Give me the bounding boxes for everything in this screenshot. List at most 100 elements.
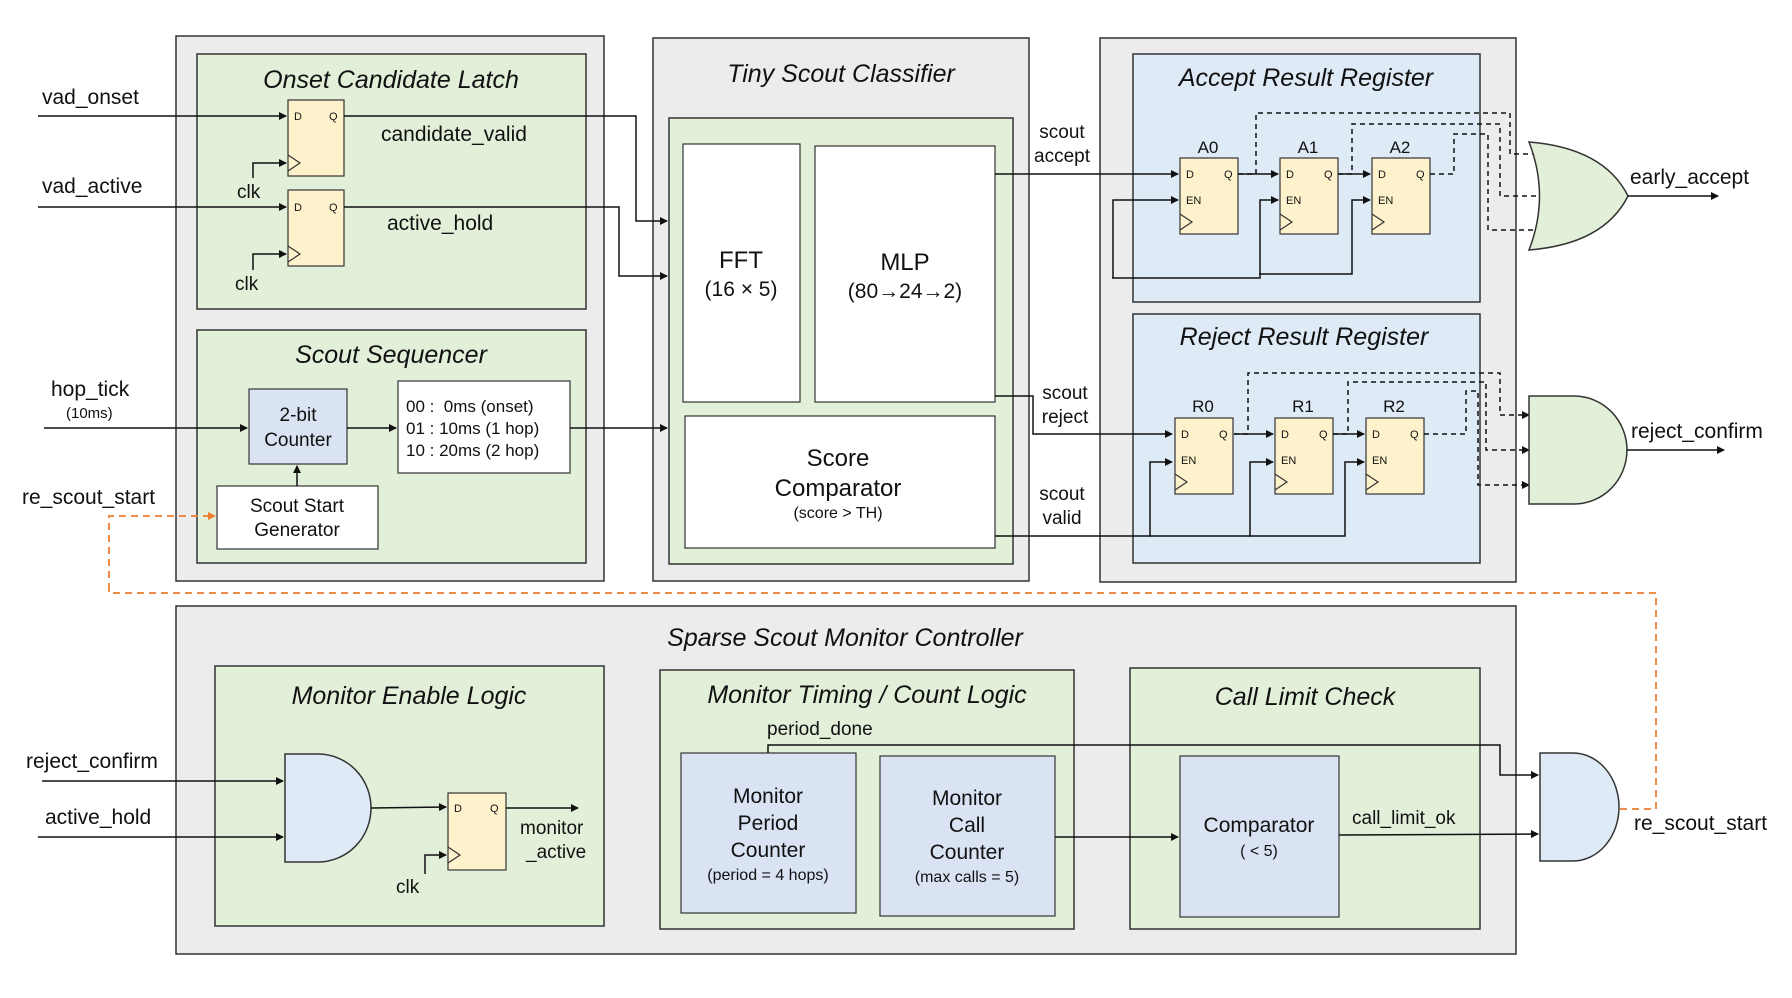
svg-text:(score > TH): (score > TH) <box>793 505 882 522</box>
reject-register-title: Reject Result Register <box>1180 323 1430 351</box>
candidate-flipflop: D Q <box>287 99 345 177</box>
svg-text:Monitor: Monitor <box>733 785 803 808</box>
accept-register-title: Accept Result Register <box>1177 64 1435 92</box>
register-flipflop: D Q EN A2 <box>1371 138 1431 235</box>
ff-d-pin: D <box>1378 169 1386 181</box>
svg-text:Comparator: Comparator <box>1204 814 1315 837</box>
svg-text:D: D <box>294 111 302 123</box>
vad-onset-input: vad_onset <box>42 86 139 109</box>
reject-confirm-input: reject_confirm <box>26 750 158 773</box>
svg-text:D: D <box>294 202 302 214</box>
svg-text:00 : 0ms (onset): 00 : 0ms (onset) <box>406 397 534 416</box>
svg-text:01 : 10ms (1 hop): 01 : 10ms (1 hop) <box>406 419 539 438</box>
ff-en-pin: EN <box>1186 195 1201 207</box>
ff-q-pin: Q <box>1410 429 1419 441</box>
scout-sequencer-title: Scout Sequencer <box>295 341 488 369</box>
svg-text:FFT: FFT <box>719 247 763 274</box>
accept-wiring <box>995 170 1371 279</box>
clk-label: clk <box>235 274 259 295</box>
early-accept-or-gate <box>1527 141 1629 251</box>
reject-confirm-output: reject_confirm <box>1631 420 1763 443</box>
reject-wiring <box>995 395 1365 537</box>
ff-en-pin: EN <box>1372 455 1387 467</box>
hop-tick-input: hop_tick <box>51 378 130 401</box>
svg-text:( < 5): ( < 5) <box>1240 843 1278 860</box>
ff-en-pin: EN <box>1286 195 1301 207</box>
svg-text:Monitor: Monitor <box>932 787 1002 810</box>
svg-text:2-bit: 2-bit <box>280 405 318 426</box>
register-name: R2 <box>1383 397 1405 416</box>
ff-q-pin: Q <box>1324 169 1333 181</box>
active-hold-flipflop: D Q <box>287 189 345 267</box>
reject-dashed-wiring <box>1234 372 1530 489</box>
candidate-valid-label: candidate_valid <box>381 123 527 146</box>
re-scout-start-output: re_scout_start <box>1634 812 1767 835</box>
register-name: A0 <box>1198 138 1219 157</box>
monitor-timing-count-block: Monitor Timing / Count Logic period_done… <box>659 669 1075 930</box>
svg-text:Call: Call <box>949 814 985 837</box>
monitor-controller-title: Sparse Scout Monitor Controller <box>667 624 1024 652</box>
monitor-period-counter <box>680 752 857 914</box>
scout-sequencer-block: Scout Sequencer 2-bit Counter 00 : 0ms (… <box>196 329 587 564</box>
hop-state-table <box>397 380 571 474</box>
period-done-label: period_done <box>767 719 873 740</box>
monitor-and-gate <box>284 753 372 863</box>
score-comparator-block <box>684 415 996 549</box>
svg-text:Counter: Counter <box>731 839 806 862</box>
svg-text:(period = 4 hops): (period = 4 hops) <box>707 867 828 884</box>
ff-q-pin: Q <box>1224 169 1233 181</box>
ff-en-pin: EN <box>1378 195 1393 207</box>
svg-text:MLP: MLP <box>880 249 929 276</box>
register-flipflop: D Q EN A0 <box>1179 138 1239 235</box>
accept-dashed-wiring <box>1238 112 1550 234</box>
register-name: A1 <box>1298 138 1319 157</box>
ff-q-pin: Q <box>1416 169 1425 181</box>
re-scout-start-input: re_scout_start <box>22 486 155 509</box>
ff-d-pin: D <box>1372 429 1380 441</box>
vad-active-input: vad_active <box>42 175 142 198</box>
ff-d-pin: D <box>1186 169 1194 181</box>
svg-text:Counter: Counter <box>930 841 1005 864</box>
svg-text:10 : 20ms (2 hop): 10 : 20ms (2 hop) <box>406 441 539 460</box>
re-scout-start-and-gate <box>1539 752 1620 862</box>
register-name: A2 <box>1390 138 1411 157</box>
onset-candidate-latch-block: Onset Candidate Latch D Q D Q clk clk ca… <box>196 53 587 310</box>
svg-text:Q: Q <box>329 111 338 123</box>
ff-q-pin: Q <box>1219 429 1228 441</box>
svg-text:Scout Start: Scout Start <box>250 496 345 517</box>
monitor-enable-logic-block: Monitor Enable Logic D Q clk monitor_act… <box>214 665 605 927</box>
onset-latch-title: Onset Candidate Latch <box>263 66 519 94</box>
hop-tick-note: (10ms) <box>66 405 113 422</box>
monitor-timing-title: Monitor Timing / Count Logic <box>707 681 1027 709</box>
tiny-scout-classifier-block: Tiny Scout Classifier FFT (16 × 5) MLP (… <box>652 37 1030 582</box>
svg-text:Generator: Generator <box>254 520 340 541</box>
svg-text:(80→24→2): (80→24→2) <box>848 280 962 303</box>
two-bit-counter <box>248 388 348 465</box>
clk-label: clk <box>396 877 420 898</box>
early-accept-output: early_accept <box>1630 166 1749 189</box>
svg-text:Counter: Counter <box>264 430 332 451</box>
register-name: R0 <box>1192 397 1214 416</box>
monitor-active-label: monitor_active <box>520 818 586 863</box>
svg-text:(16 × 5): (16 × 5) <box>705 278 778 301</box>
classifier-title: Tiny Scout Classifier <box>727 60 956 88</box>
svg-text:Score: Score <box>807 445 870 472</box>
scout-start-generator <box>216 485 379 550</box>
monitor-enable-title: Monitor Enable Logic <box>292 682 527 710</box>
ff-d-pin: D <box>1286 169 1294 181</box>
mlp-block <box>814 145 996 403</box>
register-flipflop: D Q EN R2 <box>1365 397 1425 495</box>
ff-q-pin: Q <box>1319 429 1328 441</box>
svg-text:Period: Period <box>738 812 799 835</box>
svg-text:Q: Q <box>490 803 499 815</box>
re-scout-feedback-wire <box>108 590 1657 810</box>
svg-text:Q: Q <box>329 202 338 214</box>
reject-confirm-and-gate <box>1528 395 1628 505</box>
active-hold-label: active_hold <box>387 212 493 235</box>
